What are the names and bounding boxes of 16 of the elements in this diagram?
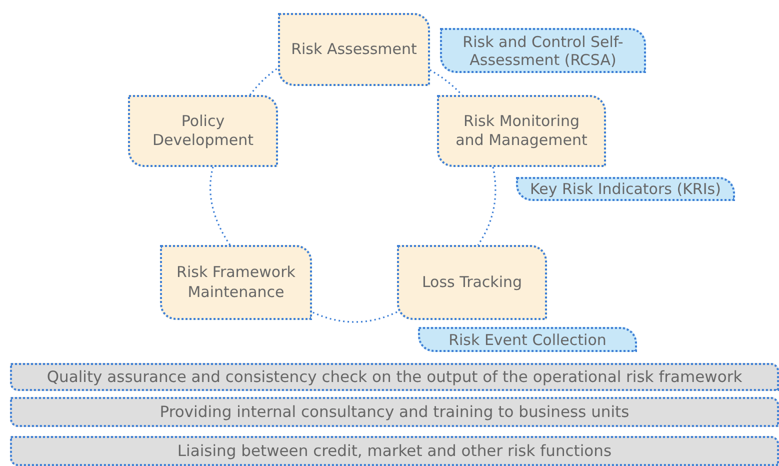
banner-bar: Liaising between credit, market and other risk functions <box>10 436 779 466</box>
note-box: Key Risk Indicators (KRIs) <box>516 177 735 201</box>
banner-bar: Providing internal consultancy and training to business units <box>10 397 779 427</box>
note-box: Risk and Control Self-Assessment (RCSA) <box>440 28 646 73</box>
note-box: Risk Event Collection <box>418 327 637 352</box>
process-box: Risk Assessment <box>278 13 430 86</box>
process-box: Policy Development <box>128 95 278 167</box>
connector-line <box>477 166 496 246</box>
connector-line <box>210 166 231 246</box>
connector-line <box>249 67 278 96</box>
process-box: Loss Tracking <box>397 245 547 320</box>
process-box: Risk Framework Maintenance <box>160 245 312 320</box>
process-box: Risk Monitoring and Management <box>437 95 606 167</box>
connector-line <box>312 311 398 323</box>
connector-line <box>430 69 463 96</box>
banner-bar: Quality assurance and consistency check on the output of the operational risk framework <box>10 363 779 391</box>
